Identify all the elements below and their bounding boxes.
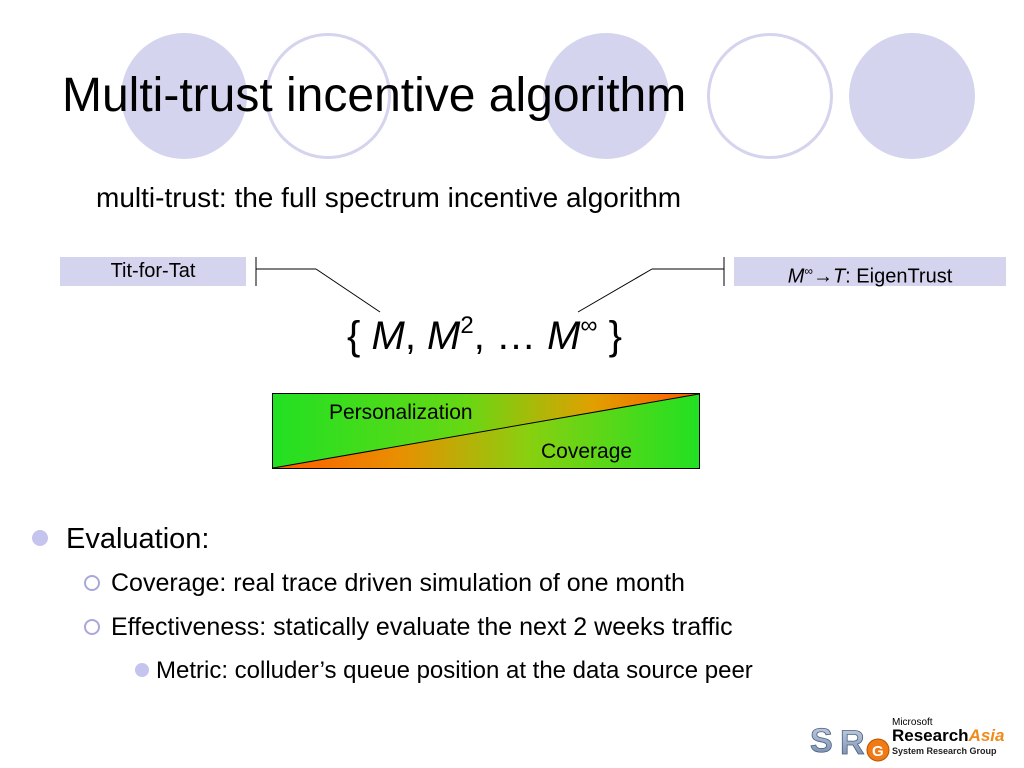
tradeoff-gradient-graphic <box>273 394 699 468</box>
set-sep2: , … <box>473 314 548 358</box>
tradeoff-gradient-bar: Personalization Coverage <box>272 393 700 469</box>
logo-microsoft-text: Microsoft <box>892 717 933 728</box>
decor-ring-2 <box>707 33 833 159</box>
m-variable: M <box>787 265 805 288</box>
set-exp3: ∞ <box>580 312 598 339</box>
set-m2: M <box>427 314 461 358</box>
srg-logo-mark: S R G <box>810 722 890 762</box>
bullet-ring-icon <box>84 575 100 591</box>
bullet-filled-icon <box>32 530 48 546</box>
bullet-ring-icon <box>84 619 100 635</box>
set-m3: M <box>547 314 581 358</box>
t-variable: T <box>832 265 846 288</box>
bullet-evaluation: Evaluation: <box>66 523 210 555</box>
decor-circle-1 <box>121 33 247 159</box>
decor-circle-2 <box>543 33 669 159</box>
decor-ring-1 <box>265 33 391 159</box>
right-arrow-icon: → <box>812 265 833 288</box>
logo-g-glyph: G <box>872 743 884 760</box>
set-m1: M <box>371 314 405 358</box>
personalization-label: Personalization <box>329 401 473 424</box>
set-close-brace: } <box>597 314 622 358</box>
set-exp2: 2 <box>460 312 474 339</box>
bullet-small-filled-icon <box>135 663 149 677</box>
coverage-bar-label: Coverage <box>541 440 633 463</box>
eigentrust-text: : EigenTrust <box>845 265 953 288</box>
bullet-effectiveness: Effectiveness: statically evaluate the n… <box>111 613 733 641</box>
bullet-coverage: Coverage: real trace driven simulation o… <box>111 569 685 597</box>
logo-research-asia: ResearchAsia <box>892 726 1004 746</box>
tit-for-tat-label: Tit-for-Tat <box>60 257 246 286</box>
bullet-metric: Metric: colluder’s queue position at the… <box>156 657 753 684</box>
logo-srg-text: System Research Group <box>892 746 997 756</box>
logo-r-glyph: R <box>840 724 865 762</box>
logo-s-glyph: S <box>810 722 833 760</box>
logo-asia-text: Asia <box>968 726 1005 745</box>
infinity-superscript: ∞ <box>804 264 813 278</box>
logo-research-text: Research <box>892 726 969 745</box>
eigentrust-label: M∞→T: EigenTrust <box>734 257 1006 288</box>
slide-subtitle: multi-trust: the full spectrum incentive… <box>96 182 682 213</box>
msra-srg-logo: S R G Microsoft ResearchAsia System Rese… <box>808 714 1020 766</box>
set-open-brace: { <box>347 314 372 358</box>
decor-circle-3 <box>849 33 975 159</box>
matrix-power-set: { M, M2, … M∞ } <box>0 312 969 360</box>
set-sep1: , <box>404 314 428 358</box>
slide-title: Multi-trust incentive algorithm <box>62 69 687 122</box>
